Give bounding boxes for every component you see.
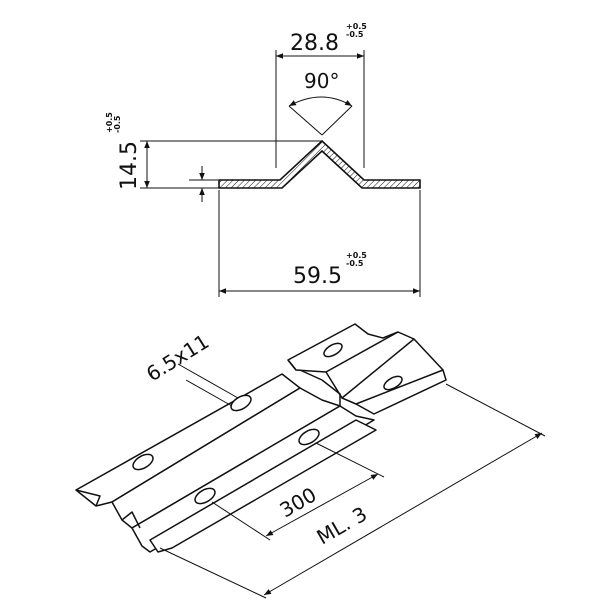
dimension-height: 14.5 bbox=[117, 141, 142, 190]
tolerance-upper: +0.5 bbox=[346, 22, 367, 31]
isometric-view bbox=[75, 323, 447, 553]
angle-leg bbox=[321, 105, 353, 136]
profile-section bbox=[218, 139, 421, 189]
back-profile bbox=[287, 323, 447, 415]
extension-line bbox=[315, 442, 385, 478]
back-profile-edge bbox=[287, 359, 297, 371]
extension-line bbox=[211, 501, 271, 541]
dimension-line-length bbox=[263, 432, 543, 596]
tolerance-lower: -0.5 bbox=[346, 259, 364, 268]
leader-line bbox=[177, 363, 239, 399]
dimension-angle: 90° bbox=[304, 69, 339, 93]
angle-leg bbox=[288, 105, 323, 136]
tolerance-upper: +0.5 bbox=[105, 112, 114, 133]
front-v-top bbox=[121, 511, 141, 529]
leader-line bbox=[185, 379, 233, 407]
slot-hole bbox=[132, 453, 154, 471]
tolerance-upper: +0.5 bbox=[346, 251, 367, 260]
front-edge bbox=[321, 379, 341, 406]
back-profile-edge bbox=[355, 369, 444, 405]
extension-line bbox=[445, 383, 546, 437]
cross-section: 28.8 +0.5 -0.5 90° 14.5 +0.5 -0.5 59.5 +… bbox=[105, 22, 421, 297]
front-left-flange-edge bbox=[75, 489, 101, 507]
dimension-length: ML. 3 bbox=[313, 502, 372, 550]
tolerance-lower: -0.5 bbox=[346, 30, 364, 39]
tolerance-lower: -0.5 bbox=[113, 115, 122, 133]
slot-hole bbox=[323, 342, 343, 358]
angle-arc bbox=[288, 96, 353, 107]
slot-hole bbox=[383, 375, 403, 391]
front-edge bbox=[299, 369, 323, 381]
back-profile-edge bbox=[341, 338, 415, 399]
extension-line bbox=[159, 547, 267, 599]
back-profile-edge bbox=[325, 331, 399, 373]
dimension-top-width: 28.8 bbox=[290, 31, 339, 56]
dimension-overall-width: 59.5 bbox=[293, 264, 342, 289]
dimension-spacing: 300 bbox=[276, 482, 321, 522]
slot-hole bbox=[194, 487, 216, 505]
